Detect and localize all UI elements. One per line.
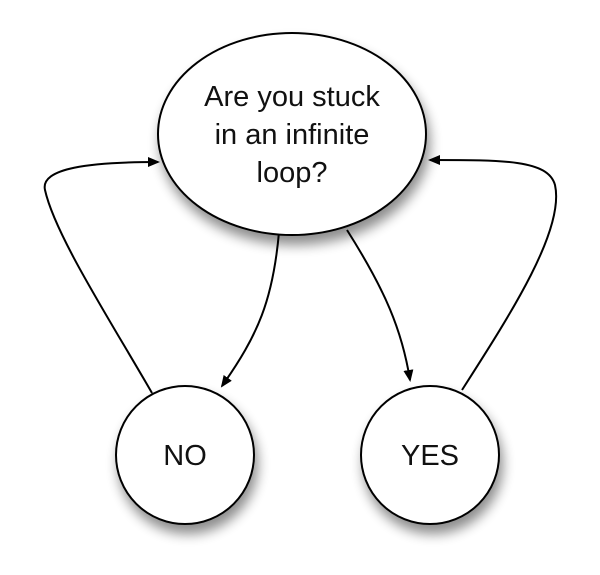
edge-question-to-yes — [346, 229, 414, 382]
no-circle — [115, 385, 255, 525]
edge-yes-to-question — [428, 155, 558, 391]
edge-question-to-no — [220, 231, 280, 388]
question-text-line-1: Are you stuck — [204, 81, 380, 113]
no-label: NO — [163, 440, 207, 472]
edge-no-to-question — [43, 157, 160, 394]
yes-node: YES — [360, 385, 500, 525]
question-ellipse — [157, 32, 427, 236]
yes-circle — [360, 385, 500, 525]
question-node: Are you stuck in an infinite loop? — [157, 32, 427, 236]
yes-label: YES — [401, 440, 459, 472]
question-text-line-3: loop? — [257, 157, 328, 189]
question-text-line-2: in an infinite — [215, 119, 370, 151]
no-node: NO — [115, 385, 255, 525]
